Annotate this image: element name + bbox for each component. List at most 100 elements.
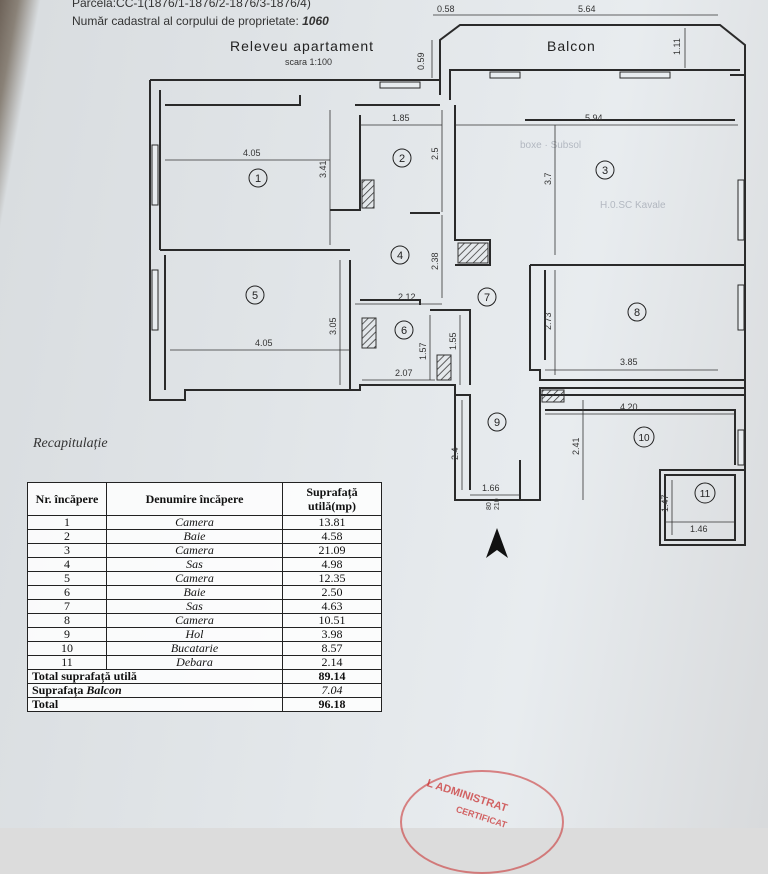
room-area: 21.09 [282,543,382,558]
outer-wall [659,75,746,546]
background-faint-text: boxe · Subsol [520,140,582,151]
header-room-number: Nr. încăpere [27,482,107,516]
window [737,179,745,241]
room-name: Bucatarie [106,641,283,656]
door-dimension-label: 80 [486,502,493,510]
inner-wall [455,394,471,490]
room-nr: 9 [27,627,107,642]
plan-title: Releveu apartament [230,38,375,54]
room-nr: 5 [27,571,107,586]
total-useful-label: Total suprafață utilă [27,669,283,684]
room-name: Baie [106,529,283,544]
room-number: 1 [255,173,261,185]
hatched-shaft [361,317,377,349]
inner-wall [529,265,745,381]
area-table: Nr. încăpere Denumire încăpere Suprafață… [27,482,382,712]
room-nr: 8 [27,613,107,628]
room-number: 6 [401,325,407,337]
inner-wall [330,115,361,211]
outer-wall [439,24,746,80]
room-marker [245,285,265,305]
balcony-area-label-italic: Balcon [86,683,122,697]
recap-title: Recapitulație [33,436,108,451]
balcony-label: Balcon [547,38,596,54]
dimension-label: 4.20 [620,402,638,412]
dimension-label: 2.12 [398,292,416,302]
dimension-label: 4.05 [243,148,261,158]
balcony-area-label-prefix: Suprafața [32,683,87,697]
room-number: 4 [397,250,403,262]
door-dimension-label: 210 [494,498,501,510]
dimension-label: 1.66 [482,483,500,493]
window [489,71,521,79]
dimension-label: 1.55 [448,332,458,350]
room-area: 4.63 [282,599,382,614]
room-number: 10 [638,433,650,444]
room-marker [394,320,414,340]
dimension-label: 1.57 [418,342,428,360]
inner-wall [430,309,471,385]
dimension-label: 3.7 [543,172,553,185]
dimension-label: 2.38 [430,252,440,270]
room-name: Camera [106,571,283,586]
room-marker [477,287,497,307]
window [619,71,671,79]
dimension-label: 2.4 [450,447,460,460]
room-number: 9 [494,417,500,429]
room-number: 5 [252,290,258,302]
dimension-label: 2.41 [571,437,581,455]
inner-wall [454,105,491,266]
dimension-label: 4.05 [255,338,273,348]
balcony-area-row: Suprafața Balcon 7.04 [27,683,382,698]
dimension-label: 0.59 [416,52,426,70]
dimension-label: 2.07 [395,368,413,378]
room-name: Sas [106,599,283,614]
room-area: 2.50 [282,585,382,600]
room-nr: 1 [27,515,107,530]
room-nr: 7 [27,599,107,614]
dimension-label: 2.5 [430,147,440,160]
room-area: 4.58 [282,529,382,544]
dimension-label: 5.94 [585,113,603,123]
cadastral-line: Număr cadastral al corpului de proprieta… [72,14,329,28]
room-name: Camera [106,515,283,530]
room-marker [694,482,716,504]
room-marker [487,412,507,432]
room-marker [248,168,268,188]
balcony-area-value: 7.04 [282,683,382,698]
room-area: 8.57 [282,641,382,656]
total-useful-row: Total suprafață utilă 89.14 [27,669,382,684]
inner-wall [165,95,301,106]
dimension-label: 3.85 [620,357,638,367]
window [737,284,745,331]
total-useful-value: 89.14 [282,669,382,684]
room-name: Debara [106,655,283,670]
room-name: Sas [106,557,283,572]
dimension-label: 2.73 [543,312,553,330]
parcel-line: Parcela:CC-1(1876/1-1876/2-1876/3-1876/4… [72,0,311,10]
room-number: 3 [602,165,608,177]
dimension-label: 1.47 [660,494,670,512]
hatched-shaft [436,354,452,381]
room-area: 12.35 [282,571,382,586]
window [379,81,421,89]
dimension-label: 3.41 [318,160,328,178]
floor-plan: 0.58 5.64 0.59 1.11 1.85 5.94 4.05 3.41 … [149,4,746,558]
hatched-shaft [361,179,375,209]
room-number: 7 [484,292,490,304]
room-marker [390,245,410,265]
hatched-shaft [541,389,565,403]
outer-wall [449,69,740,100]
window [151,269,159,331]
outer-wall [149,80,745,501]
room-nr: 11 [27,655,107,670]
